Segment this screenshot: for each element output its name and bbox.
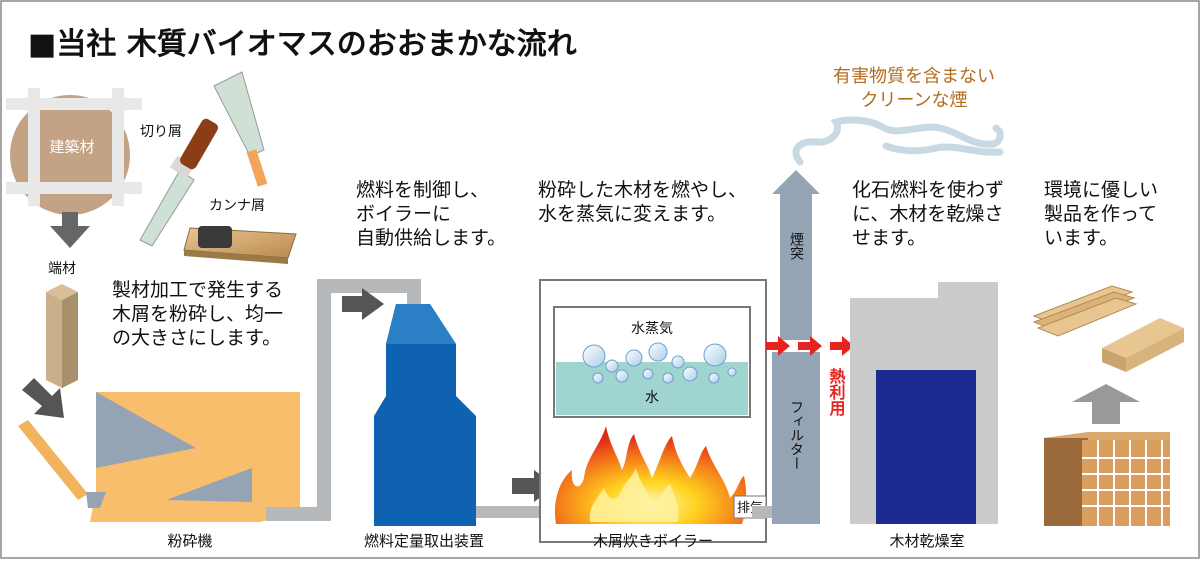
arrow-diagonal-icon [22,378,64,418]
crusher-description-2: 木屑を粉砕し、均一 [112,303,283,325]
wood-dryer-building [850,282,998,524]
water-area [556,362,748,415]
crusher-label: 粉砕機 [167,532,212,550]
fuel-feeder-machine [374,304,476,526]
fire-flame-icon [554,426,747,524]
boiler-description-1: 粉砕した木材を燃やし、 [538,179,747,201]
water-label: 水 [645,390,659,406]
chimney [772,170,820,340]
heat-use-label: 熱利用 [827,367,846,417]
exhaust-pipe [752,506,772,518]
steam-label: 水蒸気 [631,321,673,337]
building-material-icon: 建築材 [6,88,142,215]
dryer-description-3: せます。 [852,227,926,249]
crusher-description-3: の大きさにします。 [112,327,281,349]
feeder-label: 燃料定量取出装置 [364,532,484,550]
filter-unit [772,352,820,524]
plane-shavings-label: カンナ屑 [209,198,265,214]
product-description-3: います。 [1044,227,1118,249]
chimney-label: 煙突 [788,232,804,260]
shavings-label: 切り屑 [140,124,182,140]
arrow-down-icon [50,212,90,248]
feeder-description-1: 燃料を制御し、 [356,179,489,201]
smoke-description-2: クリーンな煙 [860,90,967,111]
steam-bubbles-icon [582,342,737,384]
crusher-description-1: 製材加工で発生する [112,279,283,301]
arrow-up-icon [1072,384,1140,424]
product-description-1: 環境に優しい [1044,179,1158,201]
offcut-block-icon [46,284,78,388]
filter-label: フィルター [788,400,804,470]
heat-arrows-icon [766,336,854,356]
smoke-description-1: 有害物質を含まない [833,66,995,87]
product-description-2: 製品を作って [1044,203,1157,225]
arrow-right-icon [342,288,384,320]
feeder-description-3: 自動供給します。 [356,227,506,249]
timber-beam-icon [1102,318,1184,372]
stacked-wood-icon [1044,432,1170,526]
lumber-boards-icon [1032,285,1138,337]
building-material-label: 建築材 [49,138,94,156]
conveyor-pipe [266,279,421,521]
boiler-label: 木屑炊きボイラー [593,532,713,550]
smoke-icon [792,116,1004,166]
feeder-description-2: ボイラーに [356,203,451,225]
dryer-description-2: に、木材を乾燥さ [852,203,1003,225]
crusher-machine [86,392,300,522]
feed-pipe [476,506,554,518]
carving-knife-icon [213,71,268,187]
offcuts-label: 端材 [48,261,76,277]
dryer-label: 木材乾燥室 [889,532,964,550]
page-title: ■当社 木質バイオマスのおおまかな流れ [28,27,577,62]
dryer-description-1: 化石燃料を使わず [852,179,1004,201]
hand-plane-icon [183,226,297,264]
chisel-icon [139,118,218,247]
boiler-description-2: 水を蒸気に変えます。 [538,203,726,225]
wood-stick-icon [18,420,88,500]
